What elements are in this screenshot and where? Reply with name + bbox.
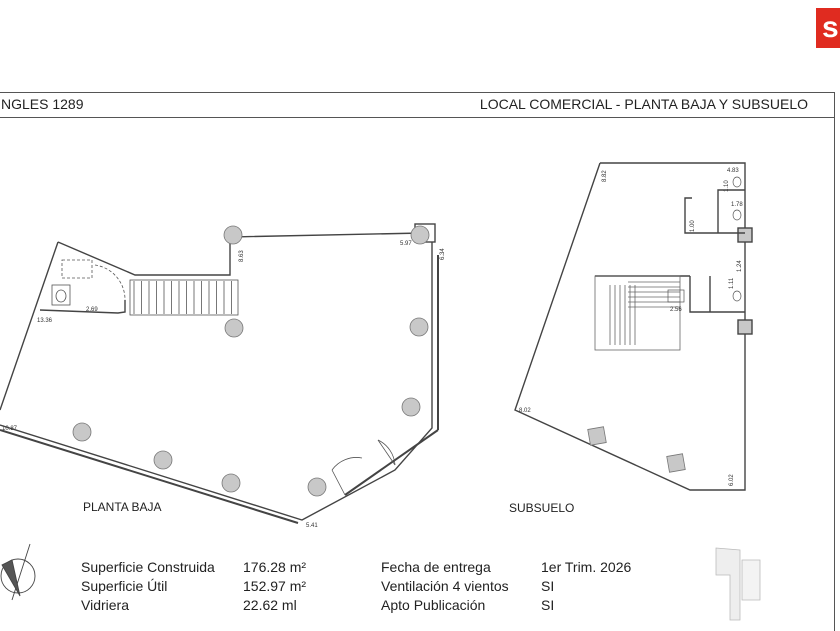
- pb-columns: [72, 225, 430, 497]
- ss-column: [737, 227, 753, 243]
- dim-label: 1.24: [737, 260, 743, 272]
- dim-label: 2.69: [86, 307, 98, 313]
- address-label: NGLES 1289: [1, 96, 84, 112]
- ss-toilet-icon: [732, 290, 742, 302]
- dim-label: 8.82: [602, 170, 608, 182]
- ss-column-square: [587, 426, 607, 446]
- dim-label: 6.02: [729, 474, 735, 486]
- ss-column-square: [666, 453, 686, 473]
- ss-columns: [587, 426, 686, 473]
- pb-column-round: [72, 422, 92, 442]
- door-leaf: [377, 439, 396, 466]
- dim-label: 1.78: [731, 202, 743, 208]
- plan-title: LOCAL COMERCIAL - PLANTA BAJA Y SUBSUELO: [479, 96, 808, 112]
- pb-stair-box: [129, 279, 239, 316]
- pb-entrance-door: [331, 439, 396, 496]
- dim-label: 8.02: [519, 408, 531, 414]
- pb-stairs: [129, 279, 239, 316]
- spec-row: Ventilación 4 vientos SI: [381, 577, 661, 596]
- ss-fixtures: [667, 176, 742, 303]
- dim-label: 10.87: [2, 426, 18, 432]
- pb-toilet-icon: [55, 289, 67, 303]
- pb-column-round: [401, 397, 421, 417]
- spec-value: 22.62 ml: [243, 597, 297, 613]
- spec-label: Fecha de entrega: [381, 559, 491, 575]
- ss-bath-wall: [684, 197, 745, 234]
- dim-label: 2.56: [670, 307, 682, 313]
- door-swing-left: [331, 457, 363, 471]
- ss-outer-wall: [514, 162, 746, 491]
- spec-label: Superficie Construida: [81, 559, 215, 575]
- door-swing-right: [377, 439, 396, 466]
- spec-label: Apto Publicación: [381, 597, 486, 613]
- dim-label: 8.63: [239, 250, 245, 262]
- dim-label: 13.36: [37, 318, 53, 324]
- key-plan-icon: [715, 547, 761, 621]
- ss-stairs: [594, 275, 681, 351]
- spec-label: Ventilación 4 vientos: [381, 578, 509, 594]
- pb-left-wall: [0, 241, 59, 411]
- ss-wall: [689, 276, 745, 313]
- spec-value: 1er Trim. 2026: [541, 559, 632, 575]
- north-arrow-icon: [0, 543, 36, 601]
- label-planta-baja: PLANTA BAJA: [83, 500, 162, 514]
- pb-glass-wall: [0, 429, 299, 524]
- pb-sink: [61, 259, 93, 279]
- spec-label: Superficie Útil: [81, 578, 168, 594]
- pb-outer-wall: [0, 232, 433, 521]
- ss-toilet-icon: [732, 176, 742, 188]
- ss-stair-box: [594, 275, 681, 351]
- pb-column-round: [409, 317, 429, 337]
- pb-door-swing: [94, 264, 126, 301]
- pb-column-round: [221, 473, 241, 493]
- dim-label: 5.97: [400, 241, 412, 247]
- spec-row: Apto Publicación SI: [381, 596, 661, 615]
- specs-left: Superficie Construida 176.28 m² Superfic…: [81, 558, 363, 615]
- spec-row: Superficie Útil 152.97 m²: [81, 577, 363, 596]
- spec-value: 176.28 m²: [243, 559, 307, 575]
- dim-label: 6.34: [440, 248, 446, 260]
- spec-row: Vidriera 22.62 ml: [81, 596, 363, 615]
- pb-glass-wall-diag: [344, 429, 439, 496]
- pb-column-round: [223, 225, 243, 245]
- pb-wc: [51, 284, 71, 306]
- ss-column: [737, 319, 753, 335]
- dim-label: 1.10: [724, 180, 730, 192]
- spec-row: Superficie Construida 176.28 m²: [81, 558, 363, 577]
- pb-bathroom: [51, 259, 126, 306]
- specs-right: Fecha de entrega 1er Trim. 2026 Ventilac…: [381, 558, 661, 615]
- planta-baja-plan: [0, 223, 439, 524]
- door-leaf: [331, 469, 346, 496]
- subsuelo-plan: [514, 162, 753, 491]
- header-divider: [0, 117, 834, 118]
- dim-label: 4.83: [727, 168, 739, 174]
- spec-value: SI: [541, 578, 555, 594]
- ss-toilet-icon: [732, 209, 742, 221]
- dim-label: 5.41: [306, 523, 318, 529]
- pb-column-round: [410, 225, 430, 245]
- ss-bath-wall: [717, 189, 745, 233]
- spec-value: 152.97 m²: [243, 578, 307, 594]
- label-subsuelo: SUBSUELO: [509, 501, 575, 515]
- plan-sheet: NGLES 1289 LOCAL COMERCIAL - PLANTA BAJA…: [0, 92, 835, 631]
- pb-column-round: [224, 318, 244, 338]
- pb-column-round: [307, 477, 327, 497]
- pb-column-round: [153, 450, 173, 470]
- pb-inner-wall: [39, 300, 126, 314]
- ss-sink: [667, 289, 685, 303]
- spec-label: Vidriera: [81, 597, 129, 613]
- brand-logo: s: [816, 8, 840, 48]
- pb-dimension-labels: 8.63 5.97 6.34 2.69 13.36 10.87 5.41: [2, 241, 446, 529]
- dim-label: 1.11: [729, 277, 735, 289]
- dim-label: 1.00: [690, 220, 696, 232]
- spec-value: SI: [541, 597, 555, 613]
- spec-row: Fecha de entrega 1er Trim. 2026: [381, 558, 661, 577]
- ss-dimension-labels: 8.82 4.83 1.10 1.78 1.00 1.24 1.11 2.56 …: [519, 168, 743, 486]
